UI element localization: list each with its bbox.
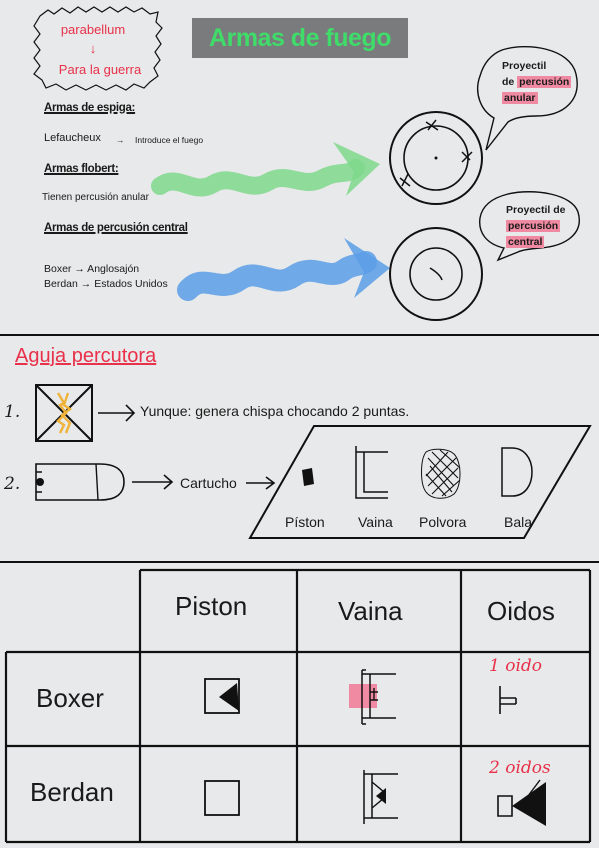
blue-arrow-icon <box>177 238 390 301</box>
berdan-oidos-icon <box>497 779 546 826</box>
bubble-central-line3: central <box>506 234 566 250</box>
item1-text: Yunque: genera chispa chocando 2 puntas. <box>140 403 410 419</box>
bubble-anular-line3: anular <box>502 90 571 106</box>
parts-panel <box>248 425 592 539</box>
green-arrow-icon <box>151 142 380 197</box>
heading-flobert: Armas flobert: <box>44 163 119 175</box>
cloud-translation: Para la guerra <box>58 62 142 77</box>
comparison-table-grid <box>4 568 592 844</box>
central-line1: Boxer → Anglosajón <box>44 263 140 275</box>
vaina-icon <box>355 446 388 499</box>
cartucho-label: Cartucho <box>180 475 237 491</box>
boxer-oidos-note: 1 oido <box>489 656 543 676</box>
bubble-central-line2: percusión <box>506 218 566 234</box>
bubble-central-percusion: percusión <box>506 220 561 232</box>
bubble-central-text: Proyectil de percusión central <box>506 202 566 250</box>
divider <box>0 561 599 563</box>
boxer-oidos-icon <box>499 686 517 714</box>
page-title: Armas de fuego <box>192 18 408 58</box>
flobert-note: Tienen percusión anular <box>42 192 149 203</box>
espiga-note: Introduce el fuego <box>135 135 204 145</box>
bubble-central-central: central <box>506 236 545 248</box>
anvil-icon <box>35 384 136 442</box>
table-header-vaina: Vaina <box>338 596 403 626</box>
heading-espiga: Armas de espiga: <box>44 102 136 114</box>
table-header-piston: Piston <box>175 591 248 621</box>
berdan-oidos-note: 2 oidos <box>489 758 551 778</box>
heading-central: Armas de percusión central <box>44 222 188 234</box>
bubble-anular-text: Proyectil de percusión anular <box>502 58 572 106</box>
bubble-central-line1: Proyectil de <box>506 204 566 216</box>
boxer-vaina-icon <box>361 669 396 725</box>
table-row-berdan-name: Berdan <box>30 777 114 807</box>
table-header-oidos: Oidos <box>487 596 555 626</box>
bubble-anular-line2: de percusión <box>502 74 572 90</box>
bubble-anular-line1: Proyectil <box>502 60 547 72</box>
bala-icon <box>501 447 533 497</box>
boxer-vaina-highlight <box>349 684 377 708</box>
cloud-shape <box>33 6 163 91</box>
boxer-piston-icon <box>204 678 240 714</box>
item2-number: 2. <box>4 474 21 494</box>
central-line2: Berdan → Estados Unidos <box>44 278 168 290</box>
table-row-boxer-name: Boxer <box>36 683 104 713</box>
speech-bubble-central <box>479 191 580 262</box>
section-title-aguja: Aguja percutora <box>15 345 157 367</box>
bubble-anular-anular: anular <box>502 92 538 104</box>
bubble-anular-line2-pre: de <box>502 76 518 88</box>
arrow-to-parts-icon <box>246 476 276 490</box>
rimfire-cartridge-icon <box>389 111 483 205</box>
piston-icon <box>302 468 314 486</box>
part-label-piston: Píston <box>285 514 325 530</box>
cloud-arrow: ↓ <box>89 41 97 56</box>
berdan-vaina-icon <box>363 770 398 824</box>
divider <box>0 334 599 336</box>
speech-bubble-anular <box>476 46 578 151</box>
part-label-polvora: Polvora <box>419 514 467 530</box>
cloud-word: parabellum <box>60 22 126 37</box>
bubble-anular-percusion: percusión <box>517 76 572 88</box>
item1-number: 1. <box>4 402 21 422</box>
cartridge-icon <box>35 463 174 501</box>
part-label-bala: Bala <box>504 514 533 530</box>
espiga-arrow: → <box>116 135 125 145</box>
part-label-vaina: Vaina <box>358 514 393 530</box>
polvora-icon <box>421 448 461 499</box>
espiga-item: Lefaucheux <box>44 132 101 144</box>
centerfire-cartridge-icon <box>389 227 483 321</box>
berdan-piston-icon <box>204 780 240 816</box>
